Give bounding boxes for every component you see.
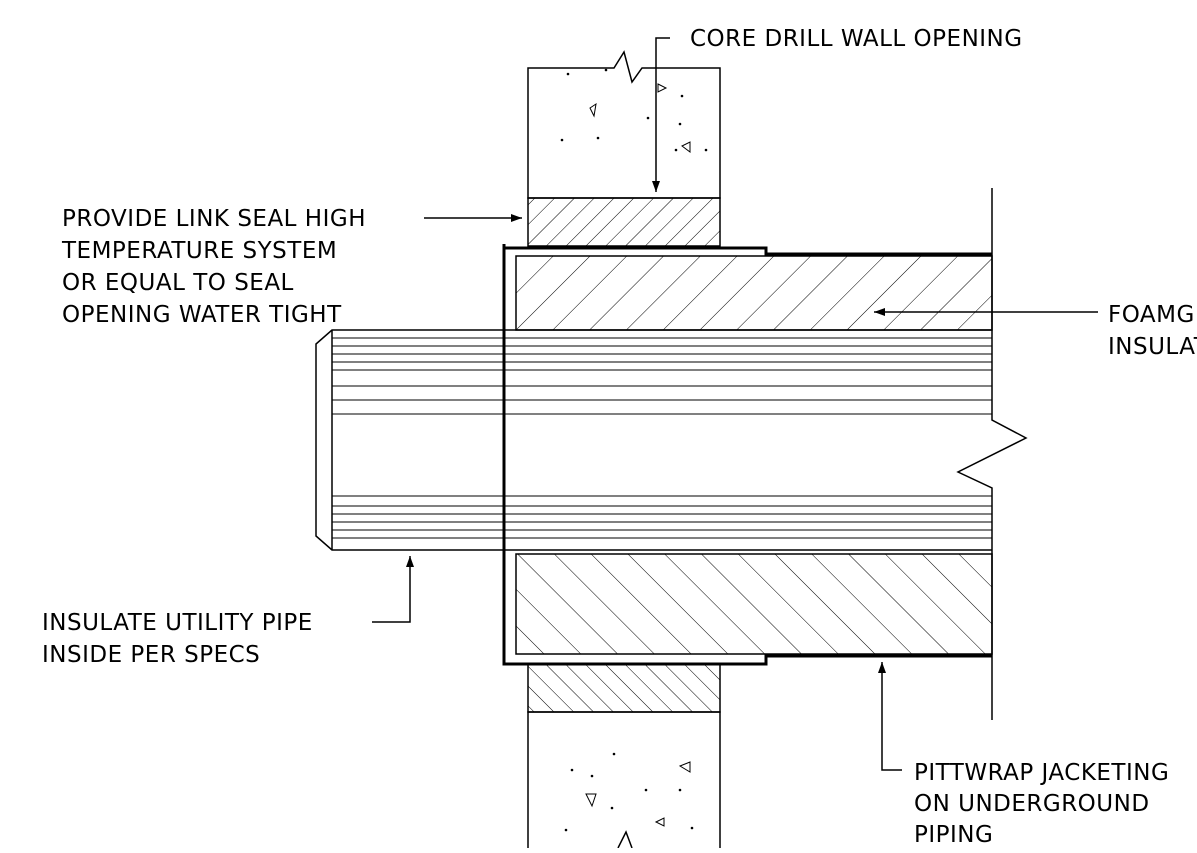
label-link-seal-line-1: PROVIDE LINK SEAL HIGH: [62, 206, 366, 232]
break-line: [956, 188, 1028, 720]
lower-wall-concrete: [527, 711, 721, 849]
concrete-aggregate-marks: [560, 68, 708, 153]
label-pittwrap-line-2: ON UNDERGROUND: [914, 791, 1150, 817]
leader-pittwrap: [878, 662, 902, 771]
leader-insulate-pipe: [372, 556, 414, 623]
callout-foamglas: FOAMGL INSULAT: [1108, 302, 1197, 360]
concrete-aggregate-marks: [564, 752, 694, 832]
label-core-drill-line-1: CORE DRILL WALL OPENING: [690, 26, 1023, 52]
leaders: [372, 37, 1098, 771]
label-foamglas-line-1: FOAMGL: [1108, 302, 1197, 328]
label-pittwrap-line-1: PITTWRAP JACKETING: [914, 760, 1169, 786]
upper-foamglas-insulation: [515, 255, 993, 331]
callout-insulate-pipe: INSULATE UTILITY PIPE INSIDE PER SPECS: [42, 610, 313, 668]
callout-link-seal: PROVIDE LINK SEAL HIGH TEMPERATURE SYSTE…: [61, 206, 366, 328]
label-insulate-pipe-line-1: INSULATE UTILITY PIPE: [42, 610, 313, 636]
callout-pittwrap: PITTWRAP JACKETING ON UNDERGROUND PIPING: [914, 760, 1169, 848]
upper-link-seal: [527, 197, 721, 247]
leader-core-drill: [652, 37, 670, 192]
label-insulate-pipe-line-2: INSIDE PER SPECS: [42, 642, 260, 668]
label-link-seal-line-3: OR EQUAL TO SEAL: [62, 270, 294, 296]
label-link-seal-line-2: TEMPERATURE SYSTEM: [61, 238, 337, 264]
label-foamglas-line-2: INSULAT: [1108, 334, 1197, 360]
lower-link-seal: [527, 663, 721, 713]
pittwrap-jacketing: [502, 244, 992, 666]
lower-foamglas-insulation: [515, 553, 993, 655]
label-pittwrap-line-3: PIPING: [914, 822, 993, 848]
callout-core-drill: CORE DRILL WALL OPENING: [690, 26, 1023, 52]
label-link-seal-line-4: OPENING WATER TIGHT: [62, 302, 342, 328]
utility-pipe: [315, 329, 992, 551]
upper-wall-concrete: [527, 50, 721, 199]
